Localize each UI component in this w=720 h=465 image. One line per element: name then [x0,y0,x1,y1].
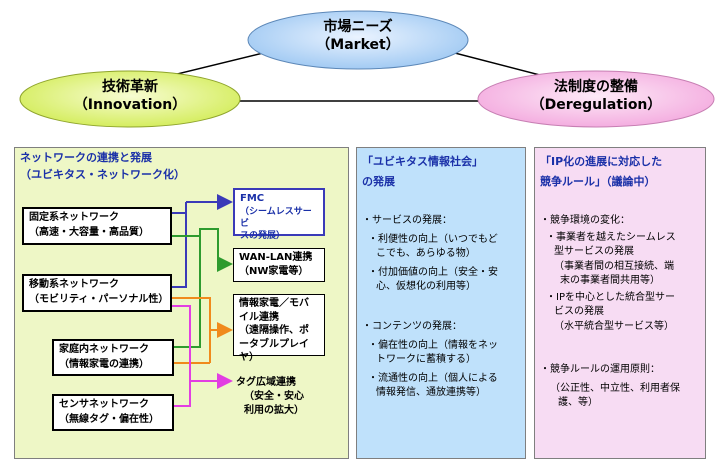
rule-section: ・競争ルールの運用原則： （公正性、中立性、利用者保 護、等） [540,363,706,411]
innovation-label: 技術革新 （Innovation） [50,79,210,114]
service-section: ・サービスの発展： ・利便性の向上（いつでもど こでも、あらゆる物） ・付加価値… [362,214,524,295]
tag-area-desc-2: 利用の拡大） [244,405,304,416]
home-network-desc: （情報家電の連携） [59,358,149,370]
market-subtitle: （Market） [316,36,400,53]
innovation-ellipse [19,70,241,128]
fmc-box: FMC （シームレスサービ スの発展） [233,188,325,241]
market-title: 市場ニーズ [323,19,393,35]
deregulation-title: 法制度の整備 [554,79,638,95]
service-heading: ・サービスの発展： [362,215,452,226]
ip-competition-panel [534,147,706,459]
content-section: ・コンテンツの発展： ・偏在性の向上（情報をネッ トワークに蓄積する） ・流通性… [362,320,524,401]
content-item-1-line1: ・偏在性の向上（情報をネッ [368,339,498,351]
content-heading: ・コンテンツの発展： [362,321,462,332]
content-item-1-line2: トワークに蓄積する） [376,354,476,365]
rule-heading: ・競争ルールの運用原則： [540,364,660,375]
ip-heading: 「IP化の進展に対応した 競争ルール」（議論中） [540,152,662,192]
connector-fixed-fmc [172,202,187,214]
wan-lan-desc: （NW家電等） [239,265,309,277]
deregulation-subtitle: （Deregulation） [530,96,662,113]
mobile-appliance-line2: イル連携 [239,311,279,323]
market-label: 市場ニーズ （Market） [278,19,438,54]
mobile-network-box: 移動系ネットワーク （モビリティ・パーソナル性） [22,274,172,312]
mobile-appliance-box: 情報家電／モバ イル連携 （遠隔操作、ポ ータブルプレイヤ） [233,294,325,363]
network-heading-line2: （ユビキタス・ネットワーク化） [20,167,185,181]
env-section: ・競争環境の変化： ・事業者を越えたシームレス 型サービスの発展 （事業者間の相… [540,214,706,334]
env-item2-line2: ビスの発展 [554,306,604,317]
fixed-network-box: 固定系ネットワーク （高速・大容量・高品質） [22,207,172,245]
fmc-title: FMC [240,193,265,204]
wan-lan-box: WAN-LAN連携 （NW家電等） [233,248,325,282]
mobile-appliance-line3: （遠隔操作、ポ [239,325,309,336]
content-item-2-line1: ・流通性の向上（個人による [368,372,498,384]
ubiquitous-heading: 「ユビキタス情報社会」 の発展 [362,152,483,192]
mobile-network-name: 移動系ネットワーク [29,279,119,290]
home-network-box: 家庭内ネットワーク （情報家電の連携） [52,339,174,376]
content-item-2-line2: 情報発信、通放連携等） [376,387,486,398]
home-network-name: 家庭内ネットワーク [59,344,149,355]
service-item-1-line2: こでも、あらゆる物） [376,248,476,259]
network-heading: ネットワークの連携と発展 （ユビキタス・ネットワーク化） [20,150,185,183]
fmc-desc-1: （シームレスサービ [240,206,312,229]
market-ellipse [247,10,469,70]
connector-sensor-tag [174,381,191,407]
wan-lan-title: WAN-LAN連携 [239,252,313,263]
env-item1-line3: （事業者間の相互接続、端 [554,260,674,272]
network-heading-line1: ネットワークの連携と発展 [20,151,152,164]
mobile-appliance-line4: ータブルプレイヤ） [239,338,309,364]
service-item-1-line1: ・利便性の向上（いつでもど [368,233,498,245]
env-item2-line3: （水平統合型サービス等） [554,320,674,332]
connector-mobile-appliance [172,297,211,363]
sensor-network-box: センサネットワーク （無線タグ・偏在性） [52,394,174,431]
tag-area-title: タグ広域連携 [236,377,296,388]
mobile-network-desc: （モビリティ・パーソナル性） [29,293,169,305]
env-item1-line1: ・事業者を越えたシームレス [546,231,676,243]
env-item1-line2: 型サービスの発展 [554,246,634,257]
ip-heading-line2: 競争ルール」（議論中） [540,174,656,188]
sensor-network-desc: （無線タグ・偏在性） [59,413,159,425]
tag-area-text: タグ広域連携 （安全・安心 利用の拡大） [236,376,336,418]
fmc-desc-2: スの発展） [240,230,286,241]
rule-line1: （公正性、中立性、利用者保 [550,382,680,394]
env-item1-line4: 末の事業者間共用等） [560,275,660,286]
env-heading: ・競争環境の変化： [540,215,630,226]
env-item2-line1: ・IPを中心とした統合型サー [546,291,675,303]
rule-line2: 護、等） [558,397,598,408]
ubiquitous-heading-line2: の発展 [362,174,395,188]
deregulation-ellipse [477,70,715,128]
mobile-appliance-line1: 情報家電／モバ [239,298,309,309]
connector-mobile-tag [172,305,191,381]
concept-triangle [19,10,715,128]
ip-heading-line1: 「IP化の進展に対応した [540,155,663,168]
fixed-network-desc: （高速・大容量・高品質） [29,226,149,238]
connector-mobile-fmc [172,202,187,288]
deregulation-label: 法制度の整備 （Deregulation） [506,79,686,114]
ubiquitous-panel [356,147,526,459]
connector-home-wanlan [174,228,219,348]
ubiquitous-heading-line1: 「ユビキタス情報社会」 [362,155,483,168]
innovation-title: 技術革新 [102,79,158,95]
service-item-2-line1: ・付加価値の向上（安全・安 [368,266,498,278]
tag-area-desc-1: （安全・安心 [244,391,304,402]
fixed-network-name: 固定系ネットワーク [29,212,119,223]
innovation-subtitle: （Innovation） [73,96,187,113]
sensor-network-name: センサネットワーク [59,399,149,410]
service-item-2-line2: 心、仮想化の利用等） [376,281,476,292]
